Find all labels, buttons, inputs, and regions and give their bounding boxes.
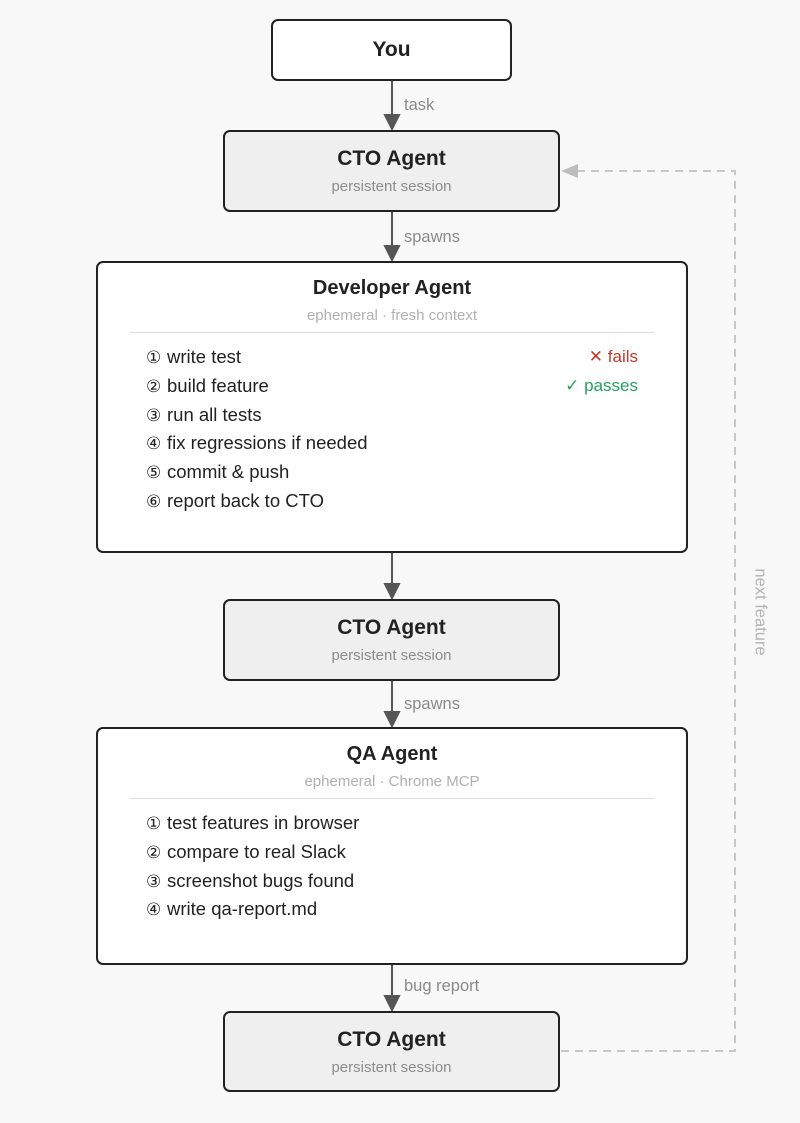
- developer-agent-subtitle: ephemeral · fresh context: [306, 307, 478, 324]
- passes-status: ✓ passes: [565, 375, 638, 395]
- step-number: ①: [146, 348, 162, 367]
- loop-back-arrowhead: [561, 164, 578, 178]
- step-text: test features in browser: [167, 812, 360, 833]
- cto-agent-title: CTO Agent: [337, 147, 446, 170]
- step-number: ①: [146, 814, 162, 833]
- step-text: fix regressions if needed: [167, 432, 368, 454]
- step-number: ③: [146, 405, 162, 425]
- step-number: ②: [146, 376, 162, 396]
- arrowhead-task: [383, 114, 401, 132]
- arrowhead-spawns-qa: [383, 711, 401, 729]
- step-number: ④: [146, 434, 162, 454]
- edge-label-task: task: [404, 96, 435, 114]
- step-text: build feature: [167, 374, 269, 396]
- qa-agent-box: QA Agent ephemeral · Chrome MCP ① test fe…: [96, 727, 688, 965]
- cto-agent-node-2: CTO Agent persistent session: [223, 599, 560, 681]
- qa-agent-title: QA Agent: [346, 743, 438, 765]
- cto-agent-title: CTO Agent: [337, 1027, 446, 1051]
- cto-agent-subtitle: persistent session: [331, 1058, 452, 1076]
- cto-agent-subtitle: persistent session: [331, 178, 452, 195]
- step-text: screenshot bugs found: [167, 869, 355, 891]
- developer-divider: [130, 332, 654, 333]
- qa-step: ① test features in browser: [146, 809, 638, 838]
- cto-agent-node-1: CTO Agent persistent session: [223, 130, 560, 212]
- step-number: ②: [146, 842, 162, 862]
- edge-label-spawns-qa: spawns: [404, 695, 460, 713]
- qa-divider: [130, 798, 654, 799]
- step-text: report back to CTO: [167, 489, 324, 511]
- step-text: compare to real Slack: [167, 840, 346, 862]
- developer-agent-title: Developer Agent: [312, 277, 472, 299]
- you-node: You: [271, 19, 512, 81]
- loop-label-next-feature: next feature: [751, 568, 770, 656]
- step-number: ④: [146, 900, 162, 920]
- step-number: ③: [146, 871, 162, 891]
- you-title: You: [372, 38, 411, 61]
- edge-label-spawns-developer: spawns: [404, 228, 460, 246]
- cto-agent-title: CTO Agent: [337, 616, 446, 639]
- qa-agent-subtitle: ephemeral · Chrome MCP: [304, 773, 480, 790]
- edge-label-bug-report: bug report: [404, 977, 480, 995]
- cto-agent-subtitle: persistent session: [331, 647, 452, 664]
- step-number: ⑥: [146, 491, 162, 511]
- arrowhead-spawns-developer: [383, 245, 401, 263]
- step-text: write test: [167, 346, 242, 367]
- step-text: commit & push: [167, 461, 290, 483]
- step-text: write qa-report.md: [167, 898, 318, 920]
- loop-back-line: [561, 170, 736, 1052]
- arrowhead-developer-to-cto: [383, 583, 401, 601]
- developer-agent-box: Developer Agent ephemeral · fresh contex…: [96, 261, 688, 553]
- fails-status: ✕ fails: [588, 347, 638, 366]
- developer-step: ① write test ✕ fails: [146, 343, 638, 372]
- step-number: ⑤: [146, 463, 162, 483]
- step-text: run all tests: [167, 403, 262, 425]
- cto-agent-node-3: CTO Agent persistent session: [223, 1011, 560, 1092]
- arrowhead-bug-report: [383, 995, 401, 1013]
